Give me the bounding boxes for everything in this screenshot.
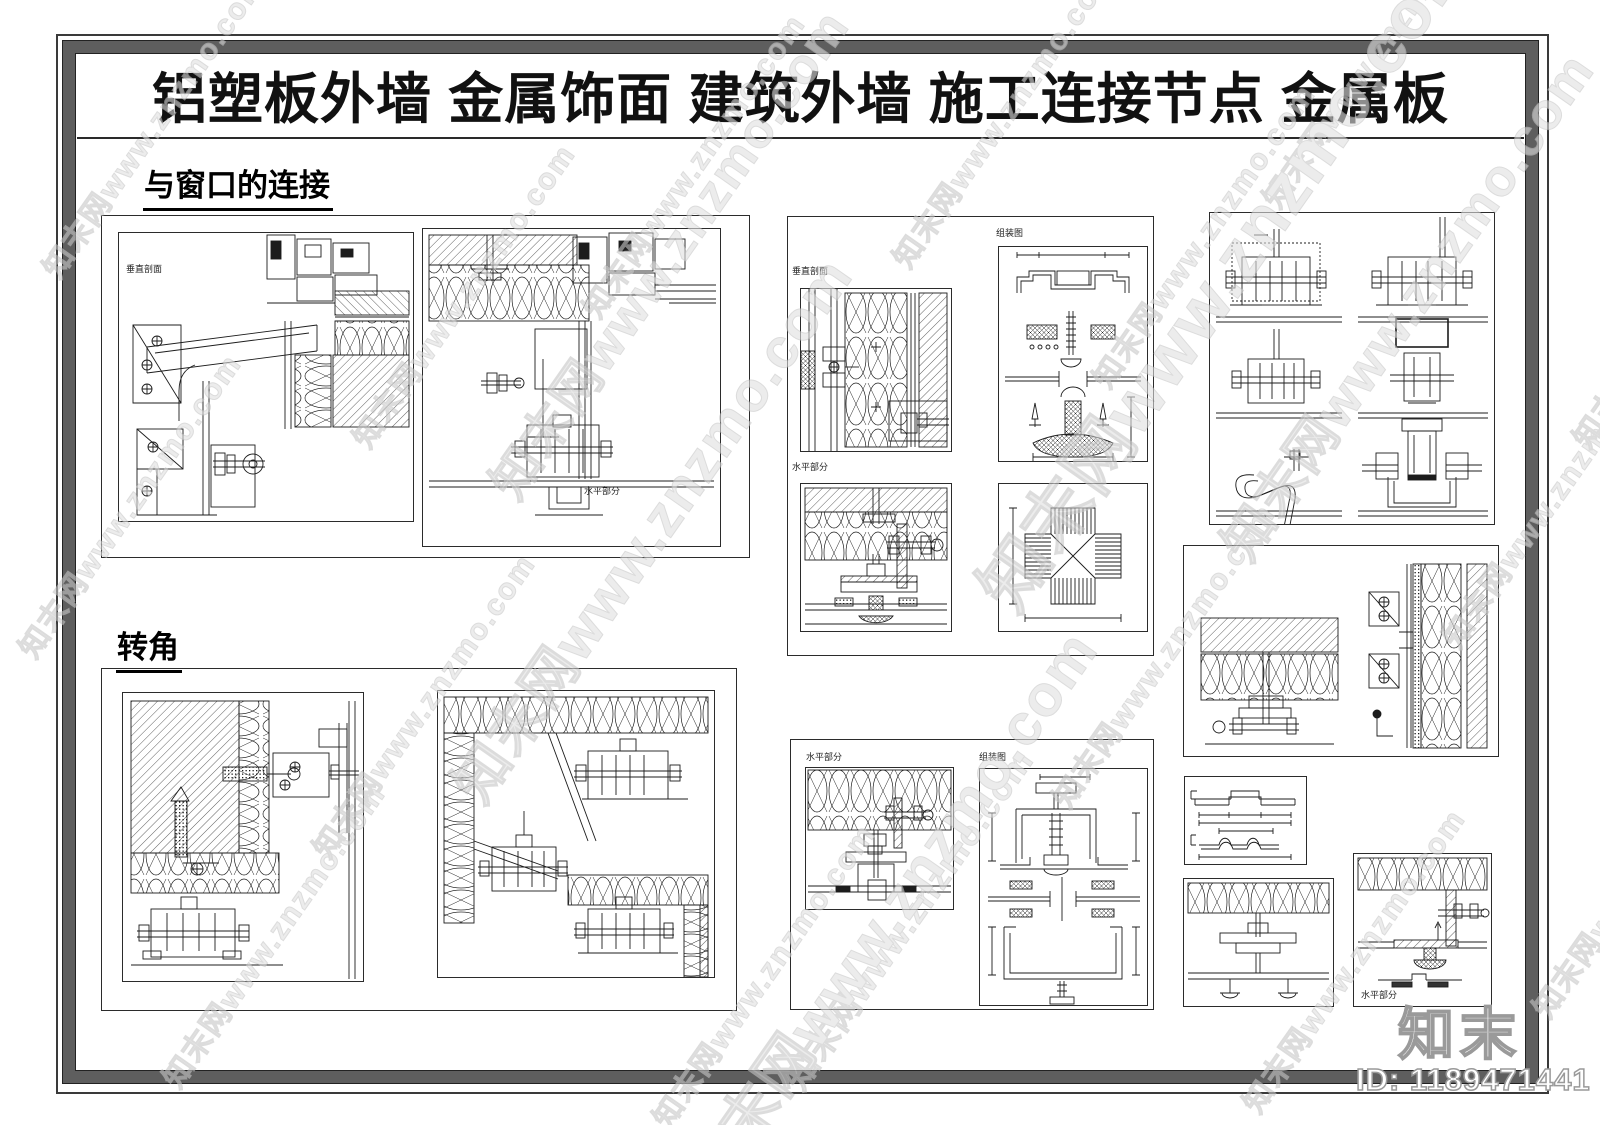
title-divider bbox=[77, 137, 1524, 139]
panel-right-middle bbox=[1183, 545, 1499, 757]
drawing-window-horizontal-part bbox=[422, 228, 721, 547]
drawing-bottom-horizontal-part bbox=[805, 767, 954, 910]
drawing-right-wall-section bbox=[1199, 604, 1340, 752]
drawing-corner-detail-2 bbox=[437, 690, 715, 978]
sheet-outer-border bbox=[56, 34, 1549, 1094]
section-label-corner: 转角 bbox=[116, 622, 182, 673]
drawing-bottom-assembly bbox=[979, 768, 1148, 1006]
label-assembly-l: 组装图 bbox=[979, 752, 1007, 762]
label-horizontal-part-j: 水平部分 bbox=[1361, 990, 1398, 1000]
label-horizontal-part-b: 水平部分 bbox=[584, 486, 621, 496]
panel-window-connection bbox=[101, 215, 750, 558]
label-vertical-section-e: 垂直剖面 bbox=[792, 266, 829, 276]
section-label-window-connection: 与窗口的连接 bbox=[143, 160, 333, 211]
drawing-window-vertical-section bbox=[118, 232, 414, 522]
drawing-bottom-right-detail-1 bbox=[1183, 878, 1334, 1007]
sheet-frame bbox=[63, 41, 1538, 1083]
label-vertical-section-a: 垂直剖面 bbox=[126, 264, 163, 274]
drawing-cross-joint bbox=[998, 483, 1148, 632]
sheet-id: ID: 1189471441 bbox=[1355, 1061, 1591, 1098]
drawing-middle-assembly bbox=[998, 246, 1148, 462]
panel-corner bbox=[101, 668, 737, 1011]
label-assembly-f: 组装图 bbox=[996, 228, 1024, 238]
drawing-middle-vertical-section bbox=[800, 288, 952, 452]
drawing-bottom-right-detail-2 bbox=[1353, 853, 1492, 1007]
watermark-text: 知末网www.znzmo.com bbox=[1567, 138, 1600, 455]
panel-bottom-middle bbox=[790, 739, 1154, 1010]
drawing-middle-horizontal-part bbox=[800, 483, 952, 632]
page-title: 铝塑板外墙 金属饰面 建筑外墙 施工连接节点 金属板 bbox=[151, 68, 1450, 130]
label-horizontal-part-k: 水平部分 bbox=[806, 752, 843, 762]
drawing-profile-sections bbox=[1184, 776, 1307, 865]
site-logo: 知末 bbox=[1397, 1002, 1522, 1067]
label-horizontal-part-g: 水平部分 bbox=[792, 462, 829, 472]
drawing-corner-detail-1 bbox=[122, 692, 364, 982]
panel-middle-details bbox=[787, 216, 1154, 656]
drawing-bracket-variants bbox=[1209, 212, 1495, 525]
drawing-right-anchor-section bbox=[1355, 558, 1490, 752]
